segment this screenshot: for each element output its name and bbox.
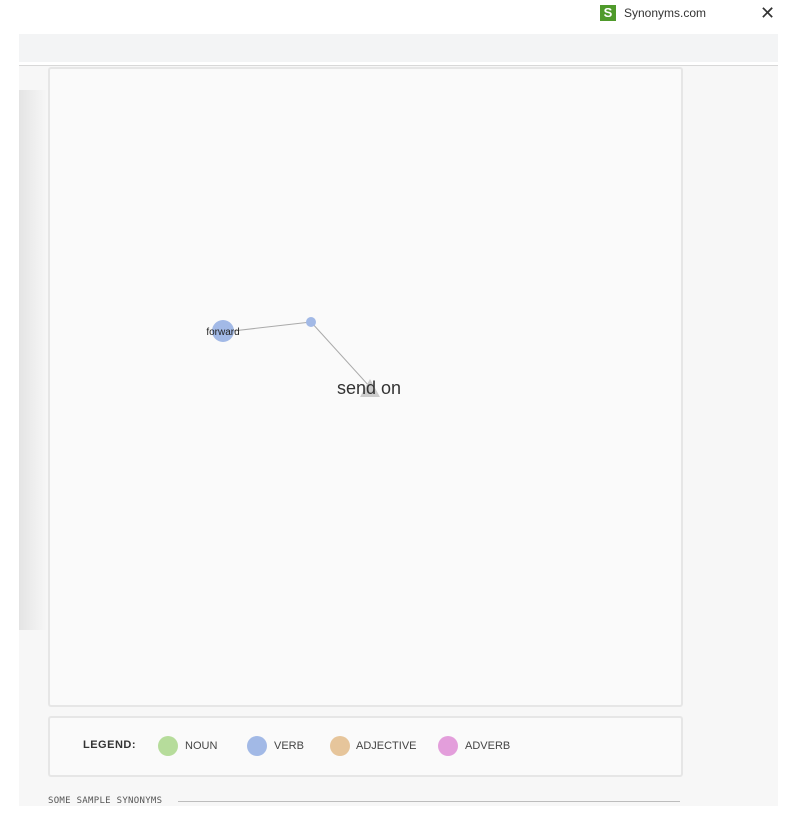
graph-edge-forward (223, 321, 312, 333)
graph-edge-center (310, 321, 371, 388)
brand[interactable]: S Synonyms.com (600, 5, 706, 21)
noun-legend-dot (158, 736, 178, 756)
center-word: send on (337, 378, 401, 398)
top-bar: S Synonyms.com ✕ (0, 0, 805, 30)
brand-name: Synonyms.com (624, 6, 707, 20)
adjective-legend-dot (330, 736, 350, 756)
legend-adjective-label: ADJECTIVE (356, 740, 417, 752)
legend-adverb-label: ADVERB (465, 740, 511, 752)
synonyms-logo-icon: S (600, 5, 616, 21)
pos-hub-node[interactable] (306, 317, 316, 327)
center-marker-icon (360, 379, 380, 397)
graph-node-forward-label[interactable]: forward (206, 327, 239, 338)
verb-legend-dot (247, 736, 267, 756)
sample-synonyms-heading: SOME SAMPLE SYNONYMS (48, 796, 163, 806)
legend-noun-label: NOUN (185, 740, 218, 752)
adverb-legend-dot (438, 736, 458, 756)
graph-node-forward[interactable] (212, 320, 234, 342)
sample-synonyms-divider (178, 801, 680, 802)
synonym-graph-panel[interactable]: forward send on (48, 67, 683, 707)
toolbar (19, 34, 778, 62)
toolbar-divider (19, 65, 778, 66)
legend-title: LEGEND: (83, 739, 136, 751)
legend-panel: LEGEND: NOUN VERB ADJECTIVE ADVERB (48, 716, 683, 777)
side-shadow (19, 90, 47, 630)
synonym-graph[interactable]: forward send on (50, 69, 681, 705)
close-icon[interactable]: ✕ (760, 3, 776, 23)
legend-verb-label: VERB (274, 740, 304, 752)
